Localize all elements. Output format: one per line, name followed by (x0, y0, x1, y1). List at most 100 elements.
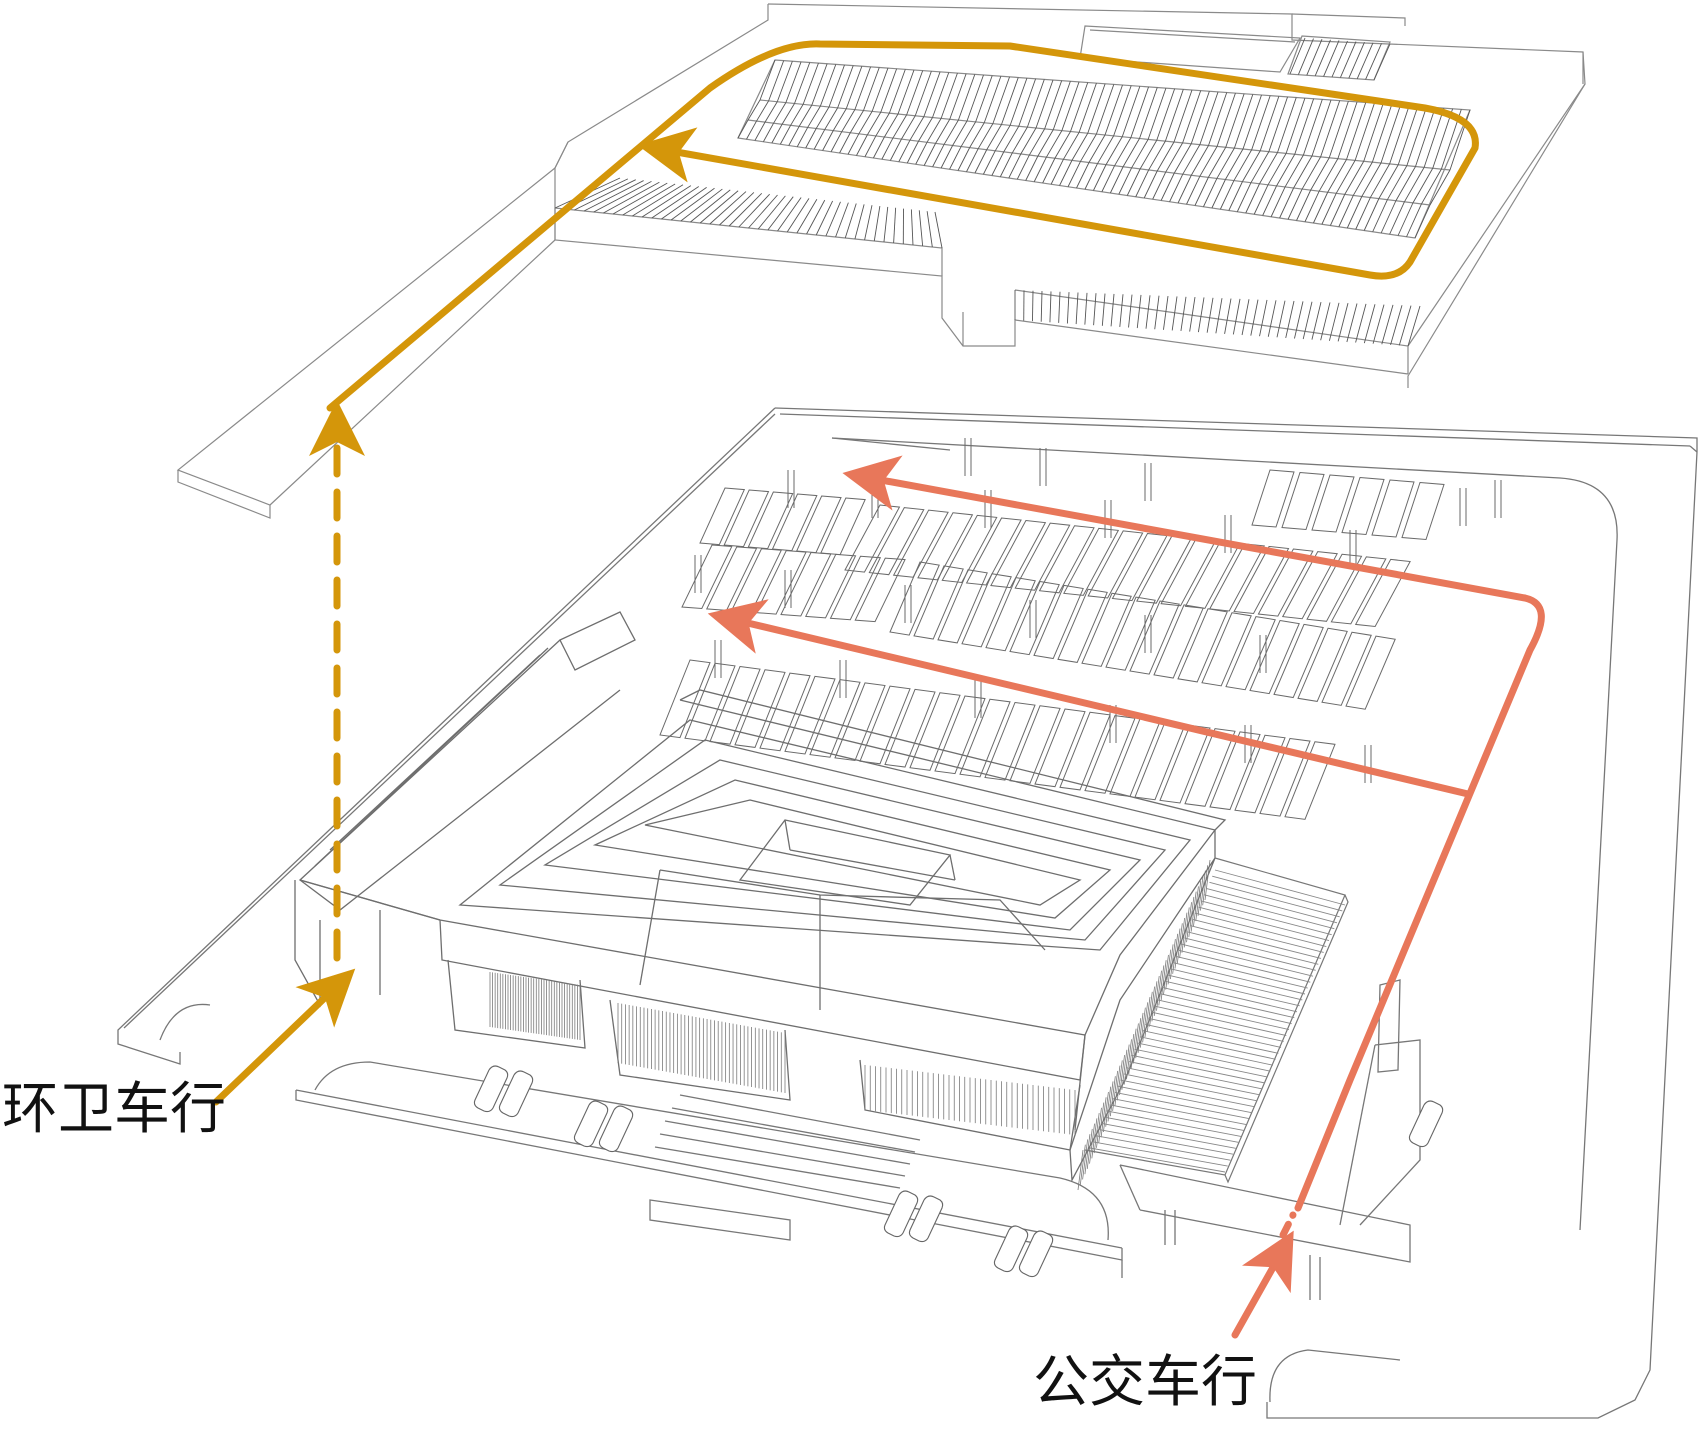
parking-stripe (670, 187, 715, 221)
parking-stripe (923, 71, 941, 117)
parking-stripe (983, 150, 996, 175)
parking-stripe (992, 76, 1010, 124)
parking-stripe (910, 209, 914, 246)
parking-stripe (1297, 38, 1314, 75)
parking-stripe (786, 198, 810, 233)
parking-stripe (815, 106, 830, 129)
parking-stripe (1095, 84, 1115, 135)
bus-stall (1401, 481, 1445, 541)
louver (1167, 944, 1174, 985)
parking-stripe (854, 204, 865, 240)
parking-stripe (994, 125, 1011, 152)
parking-stripe (1044, 80, 1063, 130)
parking-stripe (1058, 291, 1061, 323)
louver (1199, 870, 1206, 911)
parking-stripe (1331, 40, 1348, 78)
bus-stall (1059, 711, 1111, 791)
parking-stripe (1215, 298, 1223, 334)
parking-stripe (918, 210, 924, 247)
stair-tread (1114, 1091, 1250, 1120)
bus-stall (1160, 538, 1217, 607)
sanitation-route-upper-loop (326, 40, 1479, 412)
parking-stripe (841, 109, 856, 132)
stair-tread (1206, 888, 1338, 924)
parking-stripe (1386, 165, 1408, 200)
bus-stall (985, 577, 1036, 652)
parking-stripe (1429, 169, 1451, 206)
parking-stripe (1207, 147, 1227, 178)
parking-stripe (1126, 168, 1141, 196)
parking-stripe (873, 136, 885, 159)
parking-stripe (1040, 291, 1043, 322)
parking-stripe (975, 75, 993, 123)
stair-tread (1112, 1098, 1247, 1125)
louver (1160, 960, 1167, 1001)
parking-stripe (1421, 168, 1442, 205)
parking-stripe (837, 65, 854, 109)
bus-stall (1009, 580, 1060, 656)
stair-tread (1178, 949, 1311, 983)
parking-stripe (764, 101, 778, 123)
parking-stripe (1415, 107, 1436, 167)
parking-stripe (881, 137, 894, 160)
stair-tread (1187, 931, 1319, 965)
louver (1174, 928, 1181, 969)
parking-stripe (1389, 201, 1405, 235)
parking-stripe (1306, 39, 1323, 76)
parking-stripe (1363, 304, 1376, 344)
stair-tread (1153, 1005, 1287, 1036)
bus-stall (1371, 479, 1415, 538)
bus-stall (659, 659, 711, 739)
parking-stripe (845, 66, 863, 109)
parking-stripe (863, 67, 880, 111)
louver (1098, 1102, 1105, 1143)
bus-stall (1281, 551, 1338, 620)
parking-stripe (1139, 140, 1158, 170)
bus-stall (734, 669, 786, 748)
bus-stall (1105, 596, 1156, 671)
parking-stripe (828, 64, 845, 108)
car (908, 1195, 944, 1243)
bus-stall (1208, 543, 1266, 612)
parking-stripe (1412, 168, 1434, 204)
louver (1116, 1060, 1123, 1101)
stair-tread (1106, 1110, 1242, 1137)
parking-stripe (918, 117, 933, 142)
louver (1096, 1107, 1102, 1148)
parking-stripe (779, 125, 792, 145)
parking-stripe (932, 72, 950, 118)
bus-stall (1297, 627, 1348, 702)
parking-stripe (935, 119, 951, 144)
parking-stripe (832, 108, 847, 131)
bus-stall (1234, 734, 1286, 814)
louver (1100, 1097, 1107, 1138)
parking-stripe (1262, 185, 1277, 216)
parking-stripe (1328, 302, 1340, 341)
parking-stripe (1026, 79, 1045, 128)
parking-stripe (966, 148, 979, 172)
bus-stall (1184, 728, 1236, 807)
parking-stripe (1378, 164, 1399, 199)
parking-stripe (1354, 102, 1375, 161)
parking-stripe (1304, 190, 1320, 222)
sanitation-route-label: 环卫车行 (2, 1077, 226, 1142)
parking-stripe (1294, 98, 1315, 155)
parking-stripe (1119, 294, 1124, 327)
bus-stall (934, 695, 986, 775)
parking-stripe (932, 144, 945, 167)
parking-stripe (1346, 303, 1358, 343)
parking-stripe (1032, 290, 1034, 322)
parking-stripe (798, 105, 813, 127)
bus-stall (699, 487, 746, 546)
parking-stripe (622, 183, 676, 216)
parking-stripe (807, 105, 821, 128)
parking-stripe (934, 211, 943, 249)
louver (1107, 1081, 1114, 1122)
parking-stripe (1110, 293, 1115, 327)
parking-stripe (593, 181, 652, 213)
parking-stripe (1011, 126, 1028, 154)
parking-stripe (728, 192, 763, 227)
bus-stall (1063, 527, 1120, 596)
bus-route-entry (1231, 1230, 1294, 1339)
